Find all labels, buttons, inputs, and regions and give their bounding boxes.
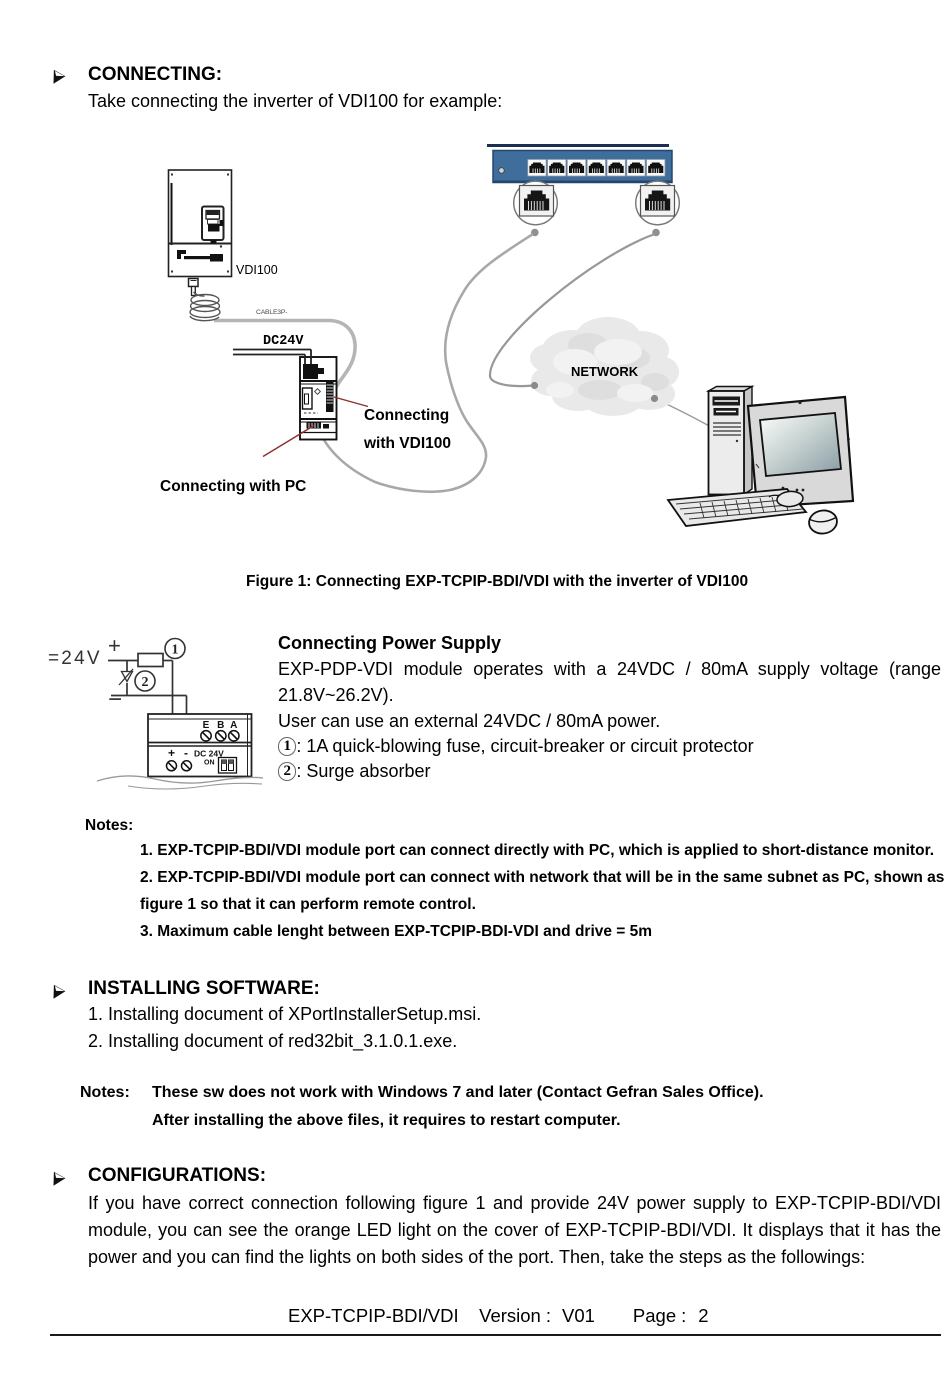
svg-text:B: B bbox=[217, 720, 224, 731]
svg-text:A: A bbox=[230, 720, 237, 731]
svg-text:2: 2 bbox=[142, 675, 149, 690]
svg-text:+: + bbox=[168, 746, 175, 760]
svg-text:-: - bbox=[184, 746, 188, 760]
svg-text:1: 1 bbox=[172, 643, 179, 658]
svg-text:E: E bbox=[203, 720, 210, 731]
svg-text:DC 24V: DC 24V bbox=[194, 749, 224, 759]
svg-text:ON: ON bbox=[204, 760, 215, 767]
